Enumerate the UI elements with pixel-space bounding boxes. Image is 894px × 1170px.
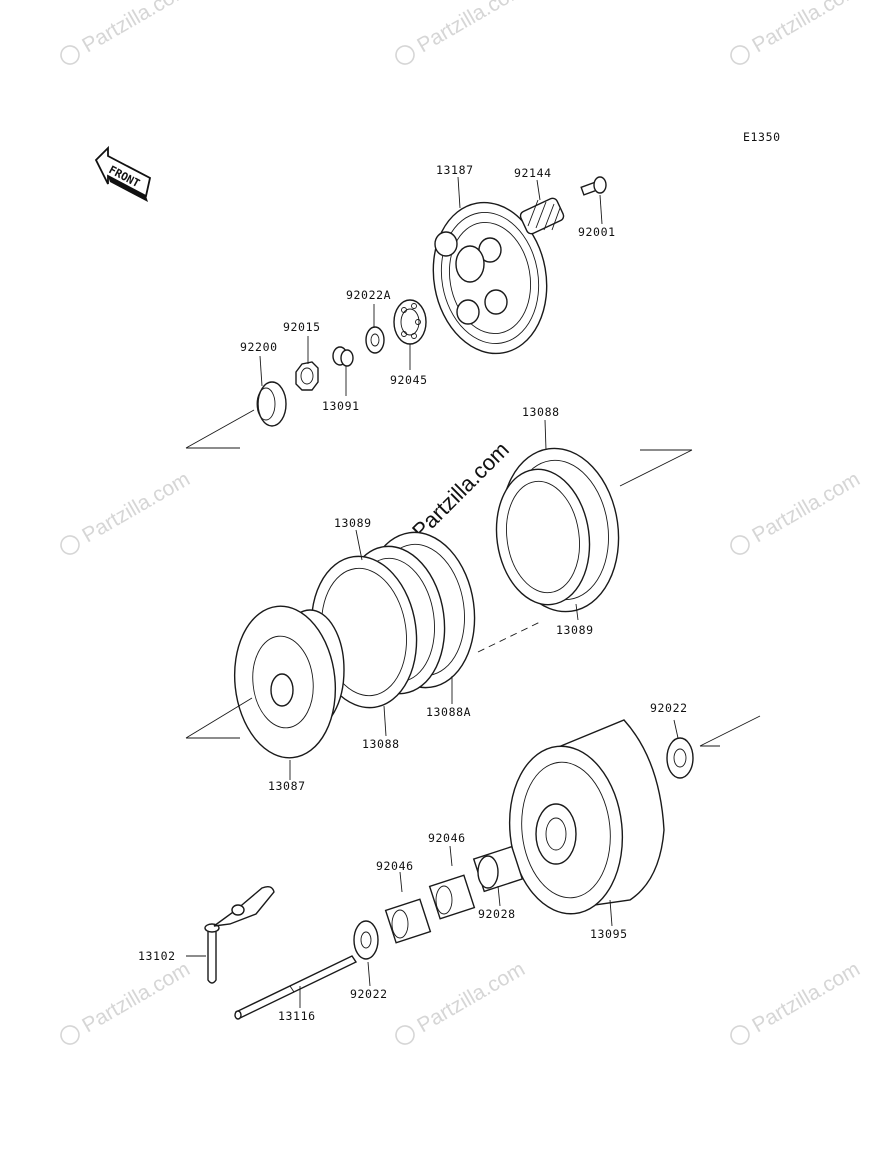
watermark-bottom-center: Partzilla.com [395, 957, 529, 1045]
svg-text:Partzilla.com: Partzilla.com [78, 957, 194, 1037]
part-label-13116: 13116 [278, 1009, 316, 1023]
sleeve-92028 [472, 845, 524, 893]
clutch-hub-13087 [233, 605, 345, 759]
part-label-13088-top: 13088 [522, 405, 560, 419]
svg-text:Partzilla.com: Partzilla.com [413, 957, 529, 1037]
front-arrow-icon: FRONT [94, 145, 152, 202]
watermark-mid-left: Partzilla.com [60, 467, 194, 555]
svg-text:Partzilla.com: Partzilla.com [748, 467, 864, 547]
part-label-13088-bottom: 13088 [362, 737, 400, 751]
diagram-code: E1350 [743, 130, 781, 144]
pressure-plate-13187 [432, 201, 548, 355]
part-label-92046-right: 92046 [428, 831, 466, 845]
part-label-92045: 92045 [390, 373, 428, 387]
part-labels: 13187 92144 92001 92022A 92015 92200 130… [138, 163, 688, 1023]
watermark-top-center: Partzilla.com [395, 0, 529, 65]
release-lever-13102 [204, 885, 275, 984]
part-label-13089-left: 13089 [334, 516, 372, 530]
watermark-bottom-left: Partzilla.com [60, 957, 194, 1045]
part-label-13087: 13087 [268, 779, 306, 793]
axis-line-left-mid [185, 697, 253, 739]
needle-bearing-92046-left [384, 898, 432, 944]
steel-plate-13089-right [495, 468, 591, 606]
part-label-92001: 92001 [578, 225, 616, 239]
part-label-92200: 92200 [240, 340, 278, 354]
part-label-92015: 92015 [283, 320, 321, 334]
part-label-13088A: 13088A [426, 705, 471, 719]
svg-text:Partzilla.com: Partzilla.com [78, 0, 194, 57]
clutch-housing-13095 [508, 719, 665, 915]
watermark-top-left: Partzilla.com [60, 0, 194, 65]
watermark-top-right: Partzilla.com [730, 0, 864, 65]
watermark-mid-right: Partzilla.com [730, 467, 864, 555]
bolt-92001 [580, 176, 607, 196]
part-label-92046-left: 92046 [376, 859, 414, 873]
spring-92144 [519, 197, 565, 235]
leader-lines [186, 176, 679, 1008]
part-label-13091: 13091 [322, 399, 360, 413]
needle-bearing-92046-right [428, 874, 476, 920]
nut-92015 [295, 361, 319, 391]
axis-dash-middle [477, 621, 541, 653]
part-label-92022-right: 92022 [650, 701, 688, 715]
hub-92200 [256, 381, 287, 427]
part-label-92144: 92144 [514, 166, 552, 180]
svg-text:Partzilla.com: Partzilla.com [748, 0, 864, 57]
watermark-bottom-right: Partzilla.com [730, 957, 864, 1045]
part-label-13187: 13187 [436, 163, 474, 177]
axis-line-right-mid [699, 715, 761, 747]
part-label-13102: 13102 [138, 949, 176, 963]
part-label-13089-right: 13089 [556, 623, 594, 637]
svg-text:Partzilla.com: Partzilla.com [413, 0, 529, 57]
collar-13091 [332, 346, 354, 367]
push-rod-13116 [234, 955, 358, 1020]
axis-line-right-top [619, 449, 693, 487]
part-label-92028: 92028 [478, 907, 516, 921]
washer-92022-right [666, 737, 694, 779]
axis-line-left-top [185, 409, 255, 449]
washer-92022-bottom [353, 920, 379, 960]
part-label-92022A: 92022A [346, 288, 391, 302]
bearing-92045 [393, 299, 427, 345]
part-label-13095: 13095 [590, 927, 628, 941]
svg-text:Partzilla.com: Partzilla.com [748, 957, 864, 1037]
washer-92022A [365, 326, 385, 354]
svg-text:Partzilla.com: Partzilla.com [78, 467, 194, 547]
part-label-92022-bottom: 92022 [350, 987, 388, 1001]
